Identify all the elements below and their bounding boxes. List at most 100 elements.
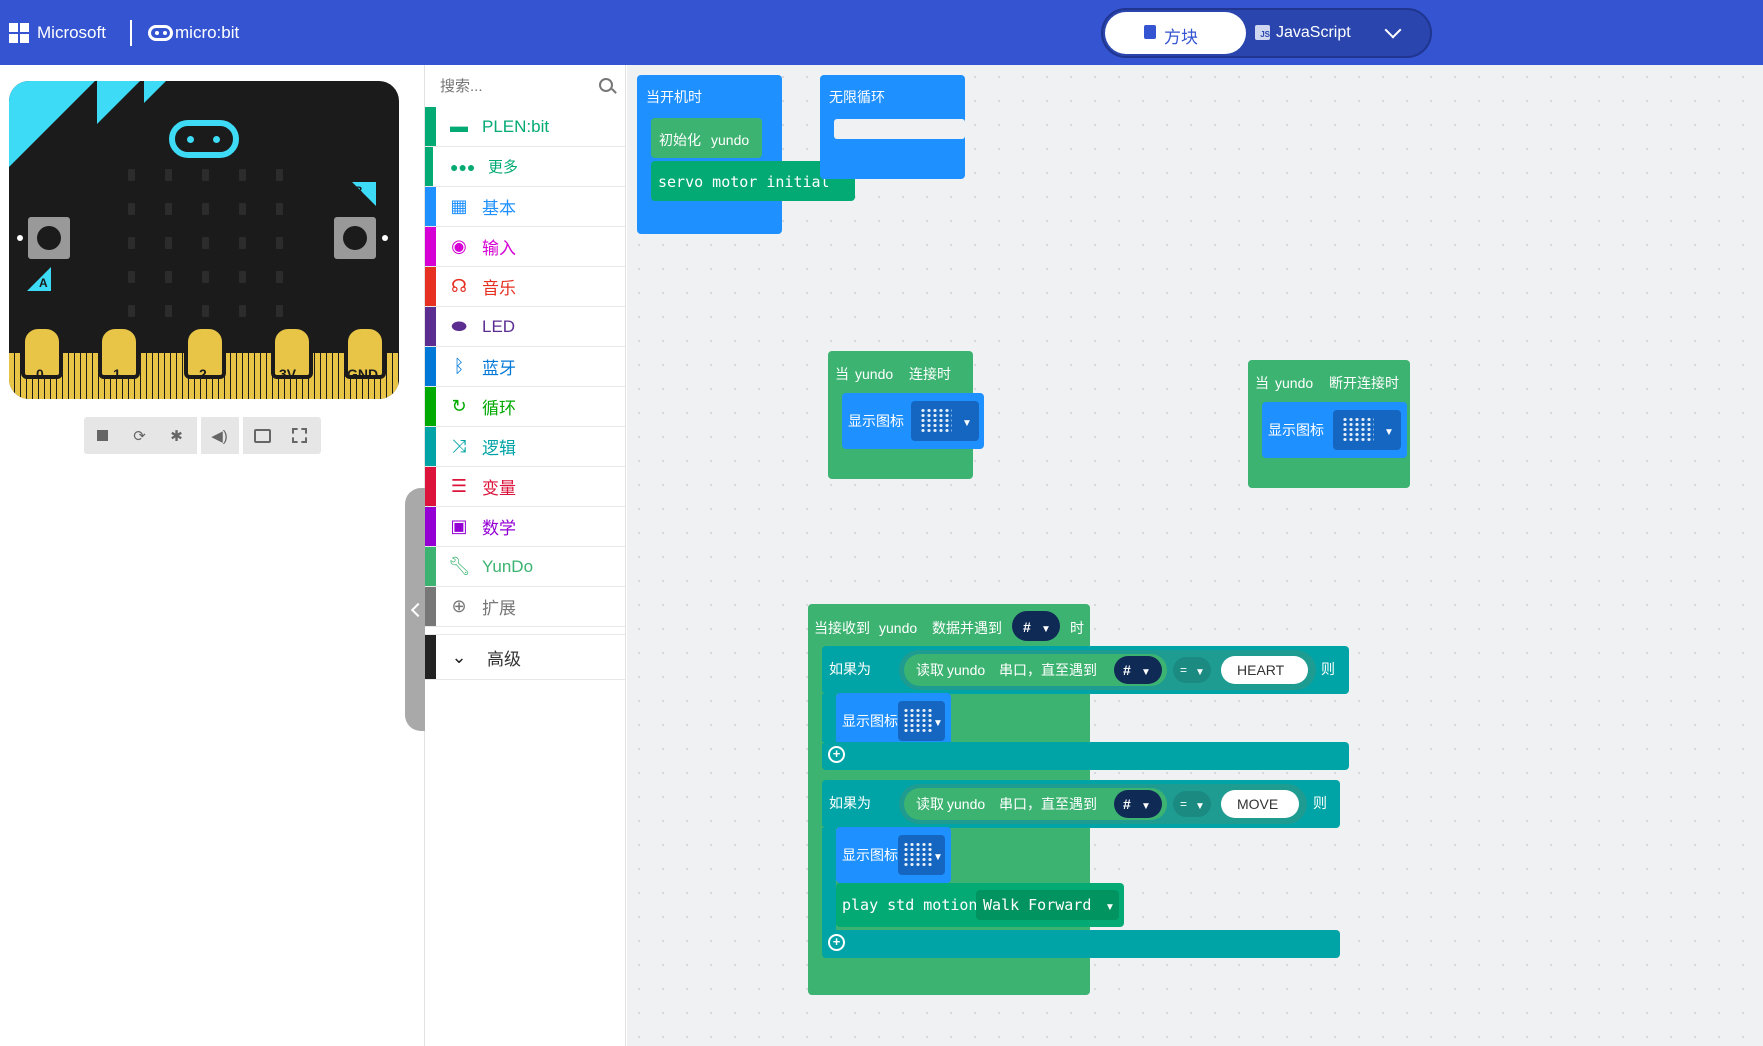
category-extensions[interactable]: ⊕ 扩展 (425, 587, 625, 627)
microbit-face-logo (169, 120, 239, 158)
servo-init-label: servo motor initial (658, 173, 830, 191)
category-more[interactable]: ●●● 更多 (425, 147, 625, 187)
icon-preview-x (1342, 417, 1374, 443)
screenshot-icon[interactable] (244, 417, 281, 454)
if-body (822, 828, 836, 945)
category-advanced[interactable]: ⌄ 高级 (425, 634, 625, 680)
category-input[interactable]: ◉ 输入 (425, 227, 625, 267)
search-icon-handle (611, 88, 617, 94)
else-if-bar[interactable] (822, 742, 1349, 770)
motion-value: Walk Forward (983, 896, 1092, 914)
dropdown-arrow-icon: ▼ (1141, 667, 1151, 678)
init-target: yundo (711, 132, 750, 148)
dropdown-arrow-icon: ▼ (962, 418, 972, 429)
product-name[interactable]: micro:bit (175, 23, 240, 42)
category-basic[interactable]: ▦ 基本 (425, 187, 625, 227)
board-corner-decoration (144, 81, 166, 103)
debug-icon[interactable]: ✱ (170, 427, 183, 445)
else-if-bar[interactable] (822, 930, 1340, 958)
delimiter-dropdown[interactable] (1114, 656, 1162, 684)
tab-blocks[interactable]: 方块 (1105, 12, 1246, 54)
top-bar: Microsoft micro:bit 方块 JS JavaScript (0, 0, 1763, 65)
pin-1[interactable] (98, 325, 140, 379)
pin-0[interactable] (21, 325, 63, 379)
category-loops[interactable]: ↻ 循环 (425, 387, 625, 427)
dropdown-arrow-icon: ▼ (1141, 801, 1151, 812)
button-b-marker (352, 182, 376, 206)
read-target: yundo (947, 796, 986, 812)
on-receive-target: yundo (879, 620, 918, 636)
brand-name[interactable]: Microsoft (37, 23, 106, 42)
pin-gnd[interactable] (344, 325, 386, 379)
on-connect-target: yundo (855, 366, 894, 382)
category-music[interactable]: ☊ 音乐 (425, 267, 625, 307)
add-circle-icon[interactable]: + (828, 746, 845, 763)
category-yundo[interactable]: 🔧︎ YunDo (425, 547, 625, 587)
button-a[interactable] (28, 217, 70, 259)
show-icon-label: 显示图标 (848, 413, 904, 429)
shuffle-icon: ⤨ (451, 436, 467, 456)
motion-dropdown[interactable] (976, 890, 1119, 920)
delimiter-dropdown[interactable] (1012, 611, 1060, 641)
dropdown-arrow-icon: ▼ (933, 718, 943, 729)
pin-2[interactable] (184, 325, 226, 379)
delimiter-value: # (1123, 796, 1131, 812)
string-literal[interactable] (1221, 790, 1299, 818)
category-logic[interactable]: ⤨ 逻辑 (425, 427, 625, 467)
operator-value: = (1180, 663, 1188, 677)
string-literal[interactable] (1221, 656, 1308, 684)
pin-3v[interactable] (271, 325, 313, 379)
grid-icon: ▦ (450, 196, 468, 216)
loop-icon: ↻ (451, 396, 467, 416)
button-a-label: A (39, 276, 48, 290)
on-receive-label2: 数据并遇到 (932, 620, 1002, 636)
led-matrix[interactable] (128, 169, 288, 317)
dropdown-arrow-icon: ▼ (1105, 902, 1115, 913)
toolbox-search[interactable] (424, 65, 626, 107)
fullscreen-icon[interactable] (281, 417, 318, 454)
pad-dot (17, 235, 23, 241)
delimiter-value: # (1023, 619, 1031, 635)
category-plenbit[interactable]: ▬ PLEN:bit (425, 107, 625, 147)
search-icon[interactable] (599, 78, 613, 92)
toolbar-divider (197, 417, 201, 454)
operator-value: = (1180, 797, 1188, 811)
board-corner-decoration (97, 81, 140, 124)
blocks-workspace[interactable]: 当开机时 初始化 yundo servo motor initial 无限循环 … (627, 65, 1763, 1046)
read-label: 读取 (916, 796, 944, 812)
category-math[interactable]: ▣ 数学 (425, 507, 625, 547)
category-variables[interactable]: ☰ 变量 (425, 467, 625, 507)
button-b[interactable] (334, 217, 376, 259)
init-yundo-block[interactable] (651, 118, 762, 158)
headphones-icon: ☊ (451, 276, 467, 296)
category-bluetooth[interactable]: ᛒ 蓝牙 (425, 347, 625, 387)
search-input[interactable] (438, 73, 592, 99)
simulator-toolbar: ⟳ ✱ ◀) (84, 417, 321, 454)
operator-dropdown[interactable] (1173, 791, 1211, 817)
pin-label: 0 (36, 366, 44, 382)
pin-label: GND (347, 366, 379, 382)
operator-dropdown[interactable] (1173, 657, 1211, 683)
chevron-left-icon (410, 602, 426, 618)
delimiter-dropdown[interactable] (1114, 790, 1162, 818)
dropdown-arrow-icon: ▼ (1195, 801, 1205, 812)
add-circle-icon[interactable]: + (828, 934, 845, 951)
tab-javascript[interactable]: JS JavaScript (1252, 12, 1392, 54)
divider (130, 20, 132, 46)
microbit-logo-icon (148, 25, 173, 41)
stop-icon[interactable] (84, 417, 121, 454)
restart-icon[interactable]: ⟳ (133, 427, 146, 445)
show-icon-label: 显示图标 (842, 847, 898, 863)
read-label: 读取 (916, 662, 944, 678)
show-icon-label: 显示图标 (1268, 422, 1324, 438)
mute-icon[interactable]: ◀) (211, 427, 228, 445)
toolbar-divider (239, 417, 243, 454)
microbit-board[interactable]: A B 0 1 2 3V GND (9, 81, 399, 399)
chevron-down-icon: ⌄ (451, 646, 467, 667)
forever-label: 无限循环 (829, 89, 885, 105)
forever-block-inner (834, 119, 965, 139)
add-circle-icon: ⊕ (451, 596, 467, 616)
category-led[interactable]: ⬬ LED (425, 307, 625, 347)
tab-blocks-label: 方块 (1164, 28, 1198, 47)
simulator-collapse-handle[interactable] (405, 488, 426, 731)
